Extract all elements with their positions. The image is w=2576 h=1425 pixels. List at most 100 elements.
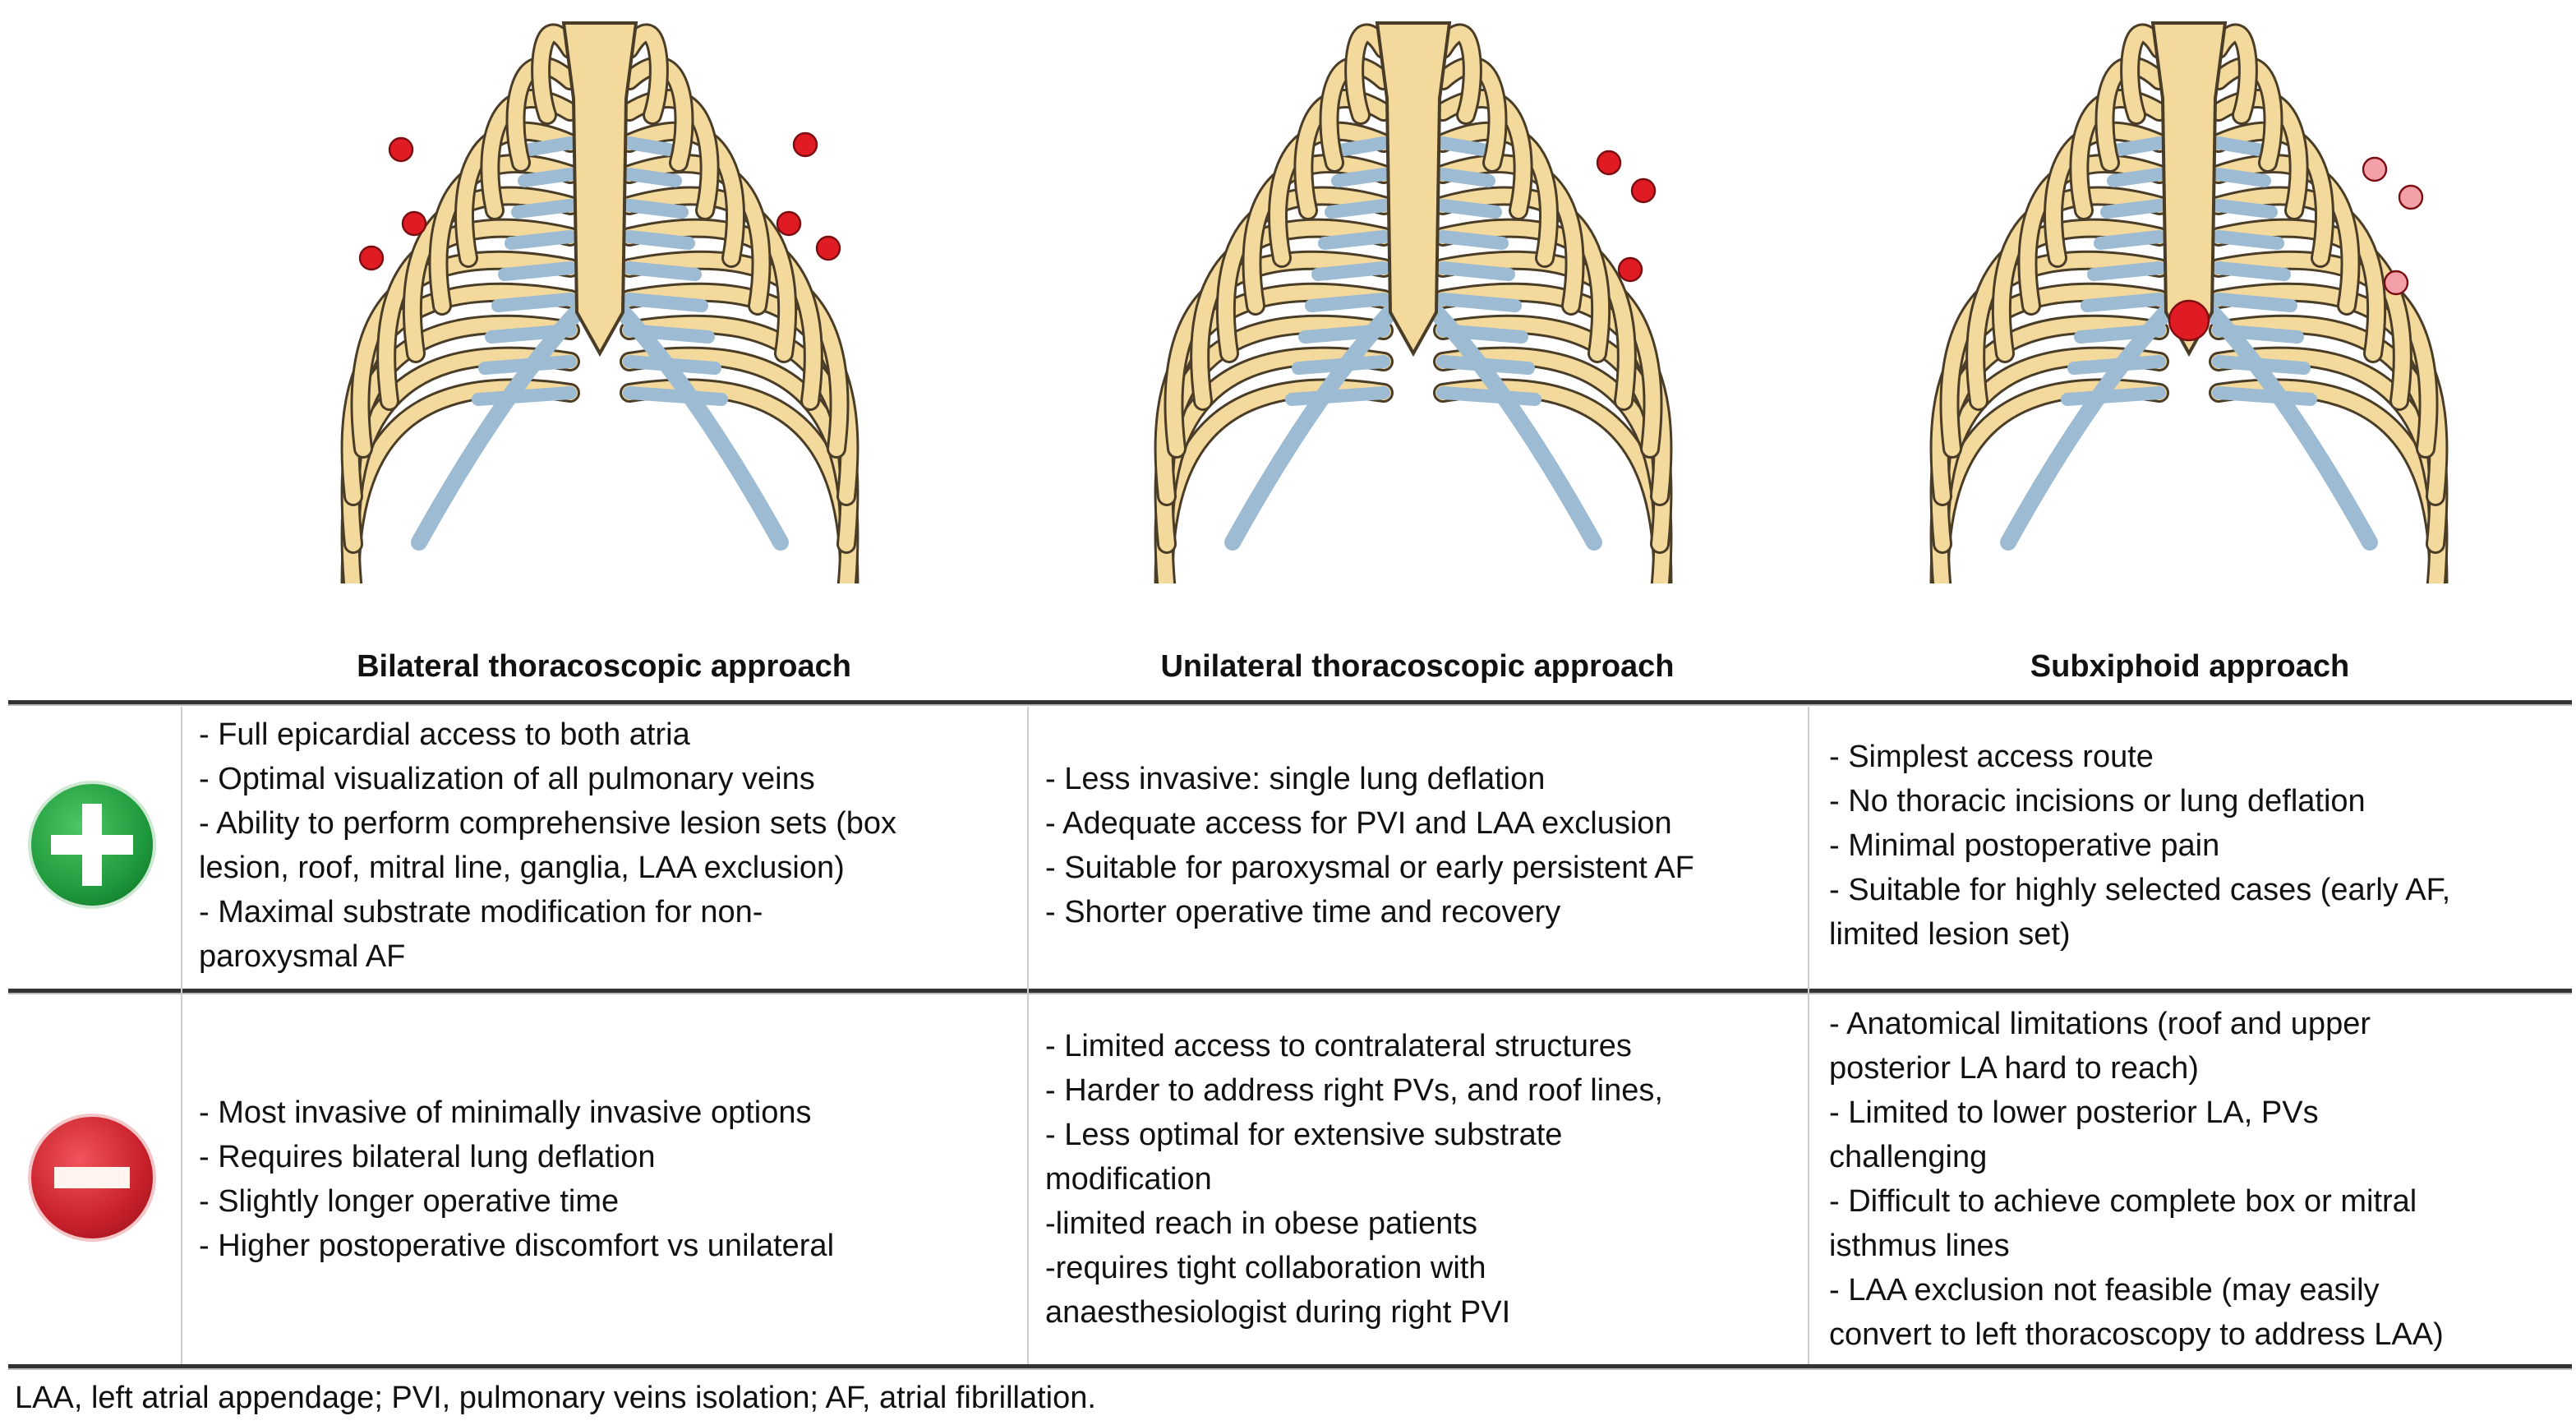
port-marker [388,136,414,163]
costal-cartilage [2094,230,2166,250]
costal-cartilage [2212,230,2284,250]
column-header-unilateral: Unilateral thoracoscopic approach [1160,649,1675,684]
costal-cartilage [2100,199,2166,219]
divider [8,989,2572,994]
list-item: - Less invasive: single lung deflation [1045,762,1546,796]
divider [8,700,2572,706]
list-item: paroxysmal AF [199,939,406,974]
costal-cartilage [623,168,682,187]
costal-cartilage [1338,136,1390,156]
list-item: modification [1045,1162,1212,1197]
costal-cartilage [2212,261,2291,281]
plus-icon [28,781,156,909]
costal-cartilage [615,304,789,551]
list-item: - Limited access to contralateral struct… [1045,1029,1632,1063]
costal-cartilage [1325,199,1390,219]
list-item: - Most invasive of minimally invasive op… [199,1095,812,1130]
list-item: -limited reach in obese patients [1045,1206,1477,1241]
divider [1808,707,1809,1364]
costal-cartilage [505,230,577,250]
costal-cartilage [472,386,577,406]
costal-cartilage [1428,304,1602,551]
costal-cartilage [1436,230,1509,250]
rib [1347,25,1391,122]
list-item: - Maximal substrate modification for non… [199,895,763,929]
list-item: - Higher postoperative discomfort vs uni… [199,1229,835,1263]
divider [181,707,182,1364]
rib [2211,25,2256,122]
rib [1435,25,1480,122]
costal-cartilage [2113,136,2166,156]
costal-cartilage [623,386,728,406]
costal-cartilage [2212,199,2278,219]
rib [2211,58,2281,170]
list-item: - Ability to perform comprehensive lesio… [199,806,897,841]
costal-cartilage [2087,261,2166,281]
list-item: - Limited to lower posterior LA, PVs [1829,1095,2319,1130]
list-item: - Harder to address right PVs, and roof … [1045,1073,1663,1108]
ribcage-subxiphoid [1929,21,2449,583]
rib [1321,58,1391,170]
ribcage-unilateral [1154,21,1673,583]
costal-cartilage [524,136,577,156]
rib [622,123,743,265]
costal-cartilage [511,199,577,219]
pros-subxiphoid: - Simplest access route- No thoracic inc… [1829,735,2450,957]
port-marker [2383,270,2409,296]
costal-cartilage [2107,168,2166,187]
costal-cartilage [623,136,675,156]
costal-cartilage [498,261,577,281]
list-item: - Difficult to achieve complete box or m… [1829,1184,2417,1219]
costal-cartilage [2212,136,2265,156]
list-item: anaesthesiologist during right PVI [1045,1295,1511,1330]
port-marker [1596,150,1622,176]
costal-cartilage [1436,386,1541,406]
cons-bilateral: - Most invasive of minimally invasive op… [199,1091,834,1268]
list-item: - LAA exclusion not feasible (may easily [1829,1273,2380,1307]
divider [1027,707,1029,1364]
costal-cartilage [623,261,702,281]
rib [1435,123,1556,265]
costal-cartilage [1285,386,1390,406]
rib [508,58,578,170]
costal-cartilage [1436,168,1495,187]
costal-cartilage [623,230,695,250]
list-item: - Simplest access route [1829,740,2154,774]
costal-cartilage [1436,136,1489,156]
rib [2122,25,2167,122]
rib [2211,123,2332,265]
costal-cartilage [411,304,585,551]
costal-cartilage [2212,293,2297,312]
list-item: - Minimal postoperative pain [1829,828,2220,863]
costal-cartilage [2212,386,2317,406]
list-item: isthmus lines [1829,1229,2010,1263]
costal-cartilage [2212,168,2271,187]
port-marker [2398,184,2424,210]
minus-icon [28,1114,156,1242]
port-marker [1617,256,1643,283]
column-header-subxiphoid: Subxiphoid approach [2030,649,2350,684]
pros-unilateral: - Less invasive: single lung deflation - … [1045,757,1694,934]
costal-cartilage [1331,168,1390,187]
rib [622,58,692,170]
list-item: - Optimal visualization of all pulmonary… [199,762,815,796]
list-item: - Suitable for highly selected cases (ea… [1829,873,2451,907]
list-item: challenging [1829,1140,1988,1174]
costal-cartilage [1436,199,1502,219]
port-marker [358,245,385,271]
list-item: - Suitable for paroxysmal or early persi… [1045,851,1694,885]
costal-cartilage [518,168,577,187]
rib [2046,123,2167,265]
list-item: - Slightly longer operative time [199,1184,620,1219]
costal-cartilage [1318,230,1390,250]
list-item: - Shorter operative time and recovery [1045,895,1561,929]
list-item: - Less optimal for extensive substrate [1045,1118,1563,1152]
costal-cartilage [2204,304,2378,551]
port-marker [2168,299,2210,342]
rib [1435,58,1505,170]
port-marker [2362,156,2388,182]
costal-cartilage [2081,293,2166,312]
sternum [561,21,638,357]
port-marker [401,210,427,237]
column-header-bilateral: Bilateral thoracoscopic approach [357,649,851,684]
